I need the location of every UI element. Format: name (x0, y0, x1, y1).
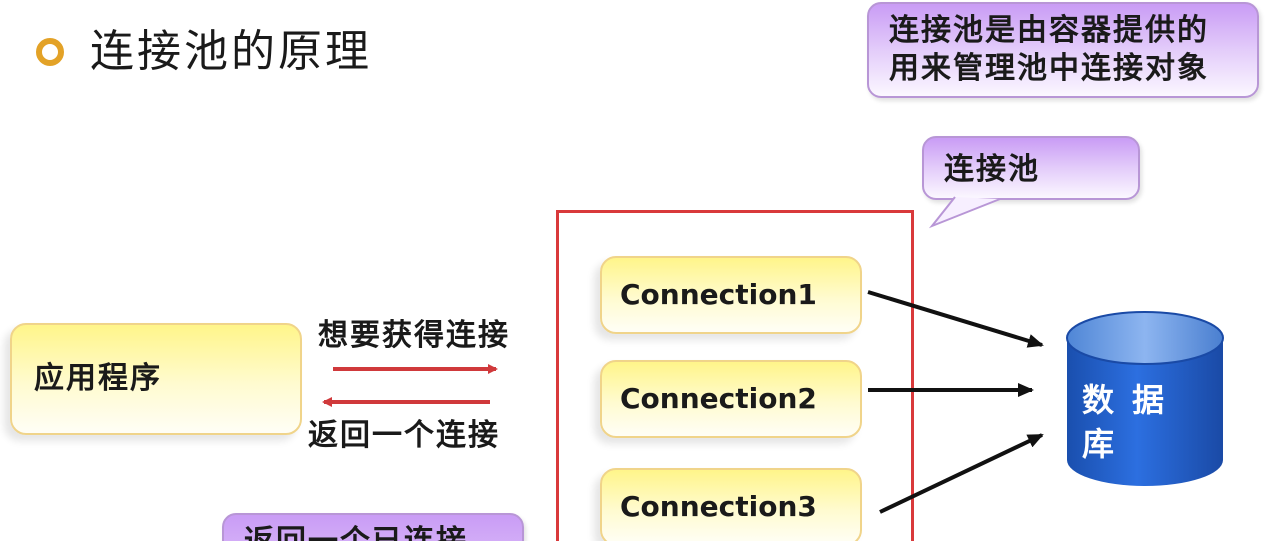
database-label: 数据 库 (1082, 378, 1192, 466)
connection-label: Connection3 (620, 490, 817, 523)
connection-pool-frame (556, 210, 914, 541)
pool-label-text: 连接池 (944, 152, 1040, 187)
bottom-note-callout: 返回一个已连接 (222, 513, 524, 541)
connection-label: Connection1 (620, 278, 817, 311)
pool-label-callout: 连接池 (922, 136, 1140, 200)
circle-bullet-icon (36, 38, 64, 66)
connection-box-3: Connection3 (600, 468, 862, 541)
connection-box-1: Connection1 (600, 256, 862, 334)
return-connection-label: 返回一个连接 (308, 418, 500, 453)
request-connection-label: 想要获得连接 (318, 318, 510, 353)
container-note-callout: 连接池是由容器提供的 用来管理池中连接对象 (867, 2, 1259, 98)
bottom-note-text: 返回一个已连接 (244, 524, 468, 541)
database-cylinder-icon (1066, 311, 1224, 486)
slide-title: 连接池的原理 (90, 26, 372, 77)
container-note-line-2: 用来管理池中连接对象 (889, 51, 1209, 86)
application-label: 应用程序 (34, 361, 162, 396)
slide-title-row: 连接池的原理 (36, 30, 372, 74)
database-label-line-2: 库 (1082, 425, 1133, 463)
connection-label: Connection2 (620, 382, 817, 415)
container-note-line-1: 连接池是由容器提供的 (889, 13, 1209, 48)
application-box: 应用程序 (10, 323, 302, 435)
connection-box-2: Connection2 (600, 360, 862, 438)
database-label-line-1: 数据 (1082, 381, 1183, 419)
